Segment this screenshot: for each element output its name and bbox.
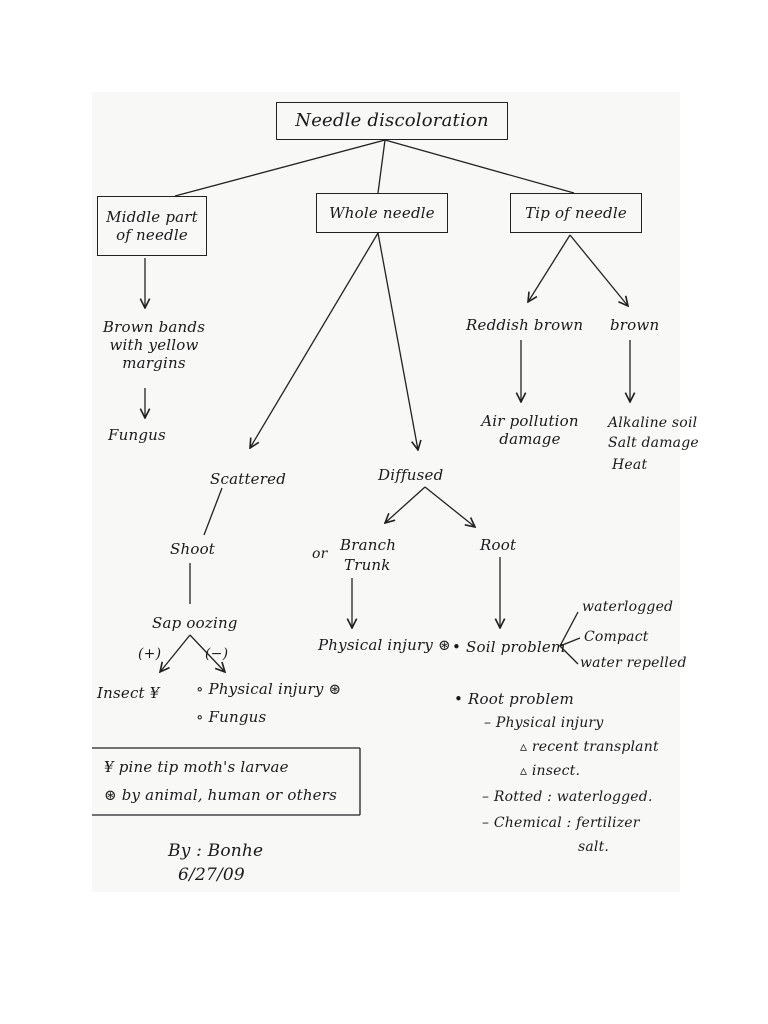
- soil-cause-compact: Compact: [584, 629, 649, 645]
- root-problem-item-6: salt.: [578, 839, 610, 855]
- legend-yen: ¥ pine tip moth's larvae: [104, 758, 289, 776]
- branch-tip-box: Tip of needle: [510, 193, 642, 233]
- root-problem-item-1: – Physical injury: [484, 715, 604, 731]
- tip-right-symptom: brown: [610, 316, 660, 334]
- branch-tip-label: Tip of needle: [525, 204, 627, 222]
- tip-left-cause: Air pollution damage: [481, 412, 579, 448]
- physical-injury-label: ∘ Physical injury ⊛: [196, 680, 342, 698]
- legend-star: ⊛ by animal, human or others: [104, 786, 338, 804]
- root-label: Root: [480, 536, 517, 554]
- tip-left-symptom: Reddish brown: [466, 316, 584, 334]
- branch-middle-box: Middle part of needle: [97, 196, 207, 256]
- middle-cause: Fungus: [108, 426, 166, 444]
- root-problem-item-2: ▵ recent transplant: [520, 739, 659, 755]
- or-label: or: [312, 546, 328, 562]
- soil-cause-waterlogged: waterlogged: [582, 599, 674, 615]
- root-problem-label: • Root problem: [454, 690, 574, 708]
- scattered-label: Scattered: [210, 470, 287, 488]
- root-node-box: Needle discoloration: [276, 102, 508, 140]
- soil-cause-water-repelled: water repelled: [580, 655, 687, 671]
- branch-middle-label: Middle part of needle: [106, 208, 198, 244]
- diffused-label: Diffused: [378, 466, 444, 484]
- tip-right-cause-1: Alkaline soil: [608, 415, 698, 431]
- signature-date: 6/27/09: [178, 865, 245, 885]
- middle-symptom: Brown bands with yellow margins: [102, 318, 206, 372]
- root-node-label: Needle discoloration: [295, 110, 489, 131]
- fungus-label: ∘ Fungus: [196, 708, 267, 726]
- sap-oozing-label: Sap oozing: [152, 614, 238, 632]
- positive-label: (+): [138, 646, 162, 662]
- physical-injury-branch-label: Physical injury ⊛: [318, 636, 451, 654]
- paper-sheet: [92, 92, 680, 892]
- trunk-label: Trunk: [344, 556, 391, 574]
- soil-problem-label: • Soil problem: [452, 638, 566, 656]
- shoot-label: Shoot: [170, 540, 216, 558]
- tip-right-cause-2: Salt damage: [608, 435, 699, 451]
- branch-label: Branch: [340, 536, 397, 554]
- branch-whole-label: Whole needle: [329, 204, 435, 222]
- tip-right-cause-3: Heat: [612, 457, 648, 473]
- signature-by: By : Bonhe: [168, 841, 264, 861]
- root-problem-item-4: – Rotted : waterlogged.: [482, 789, 653, 805]
- insect-label: Insect ¥: [97, 684, 160, 702]
- branch-whole-box: Whole needle: [316, 193, 448, 233]
- negative-label: (−): [205, 646, 229, 662]
- root-problem-item-3: ▵ insect.: [520, 763, 581, 779]
- root-problem-item-5: – Chemical : fertilizer: [482, 815, 640, 831]
